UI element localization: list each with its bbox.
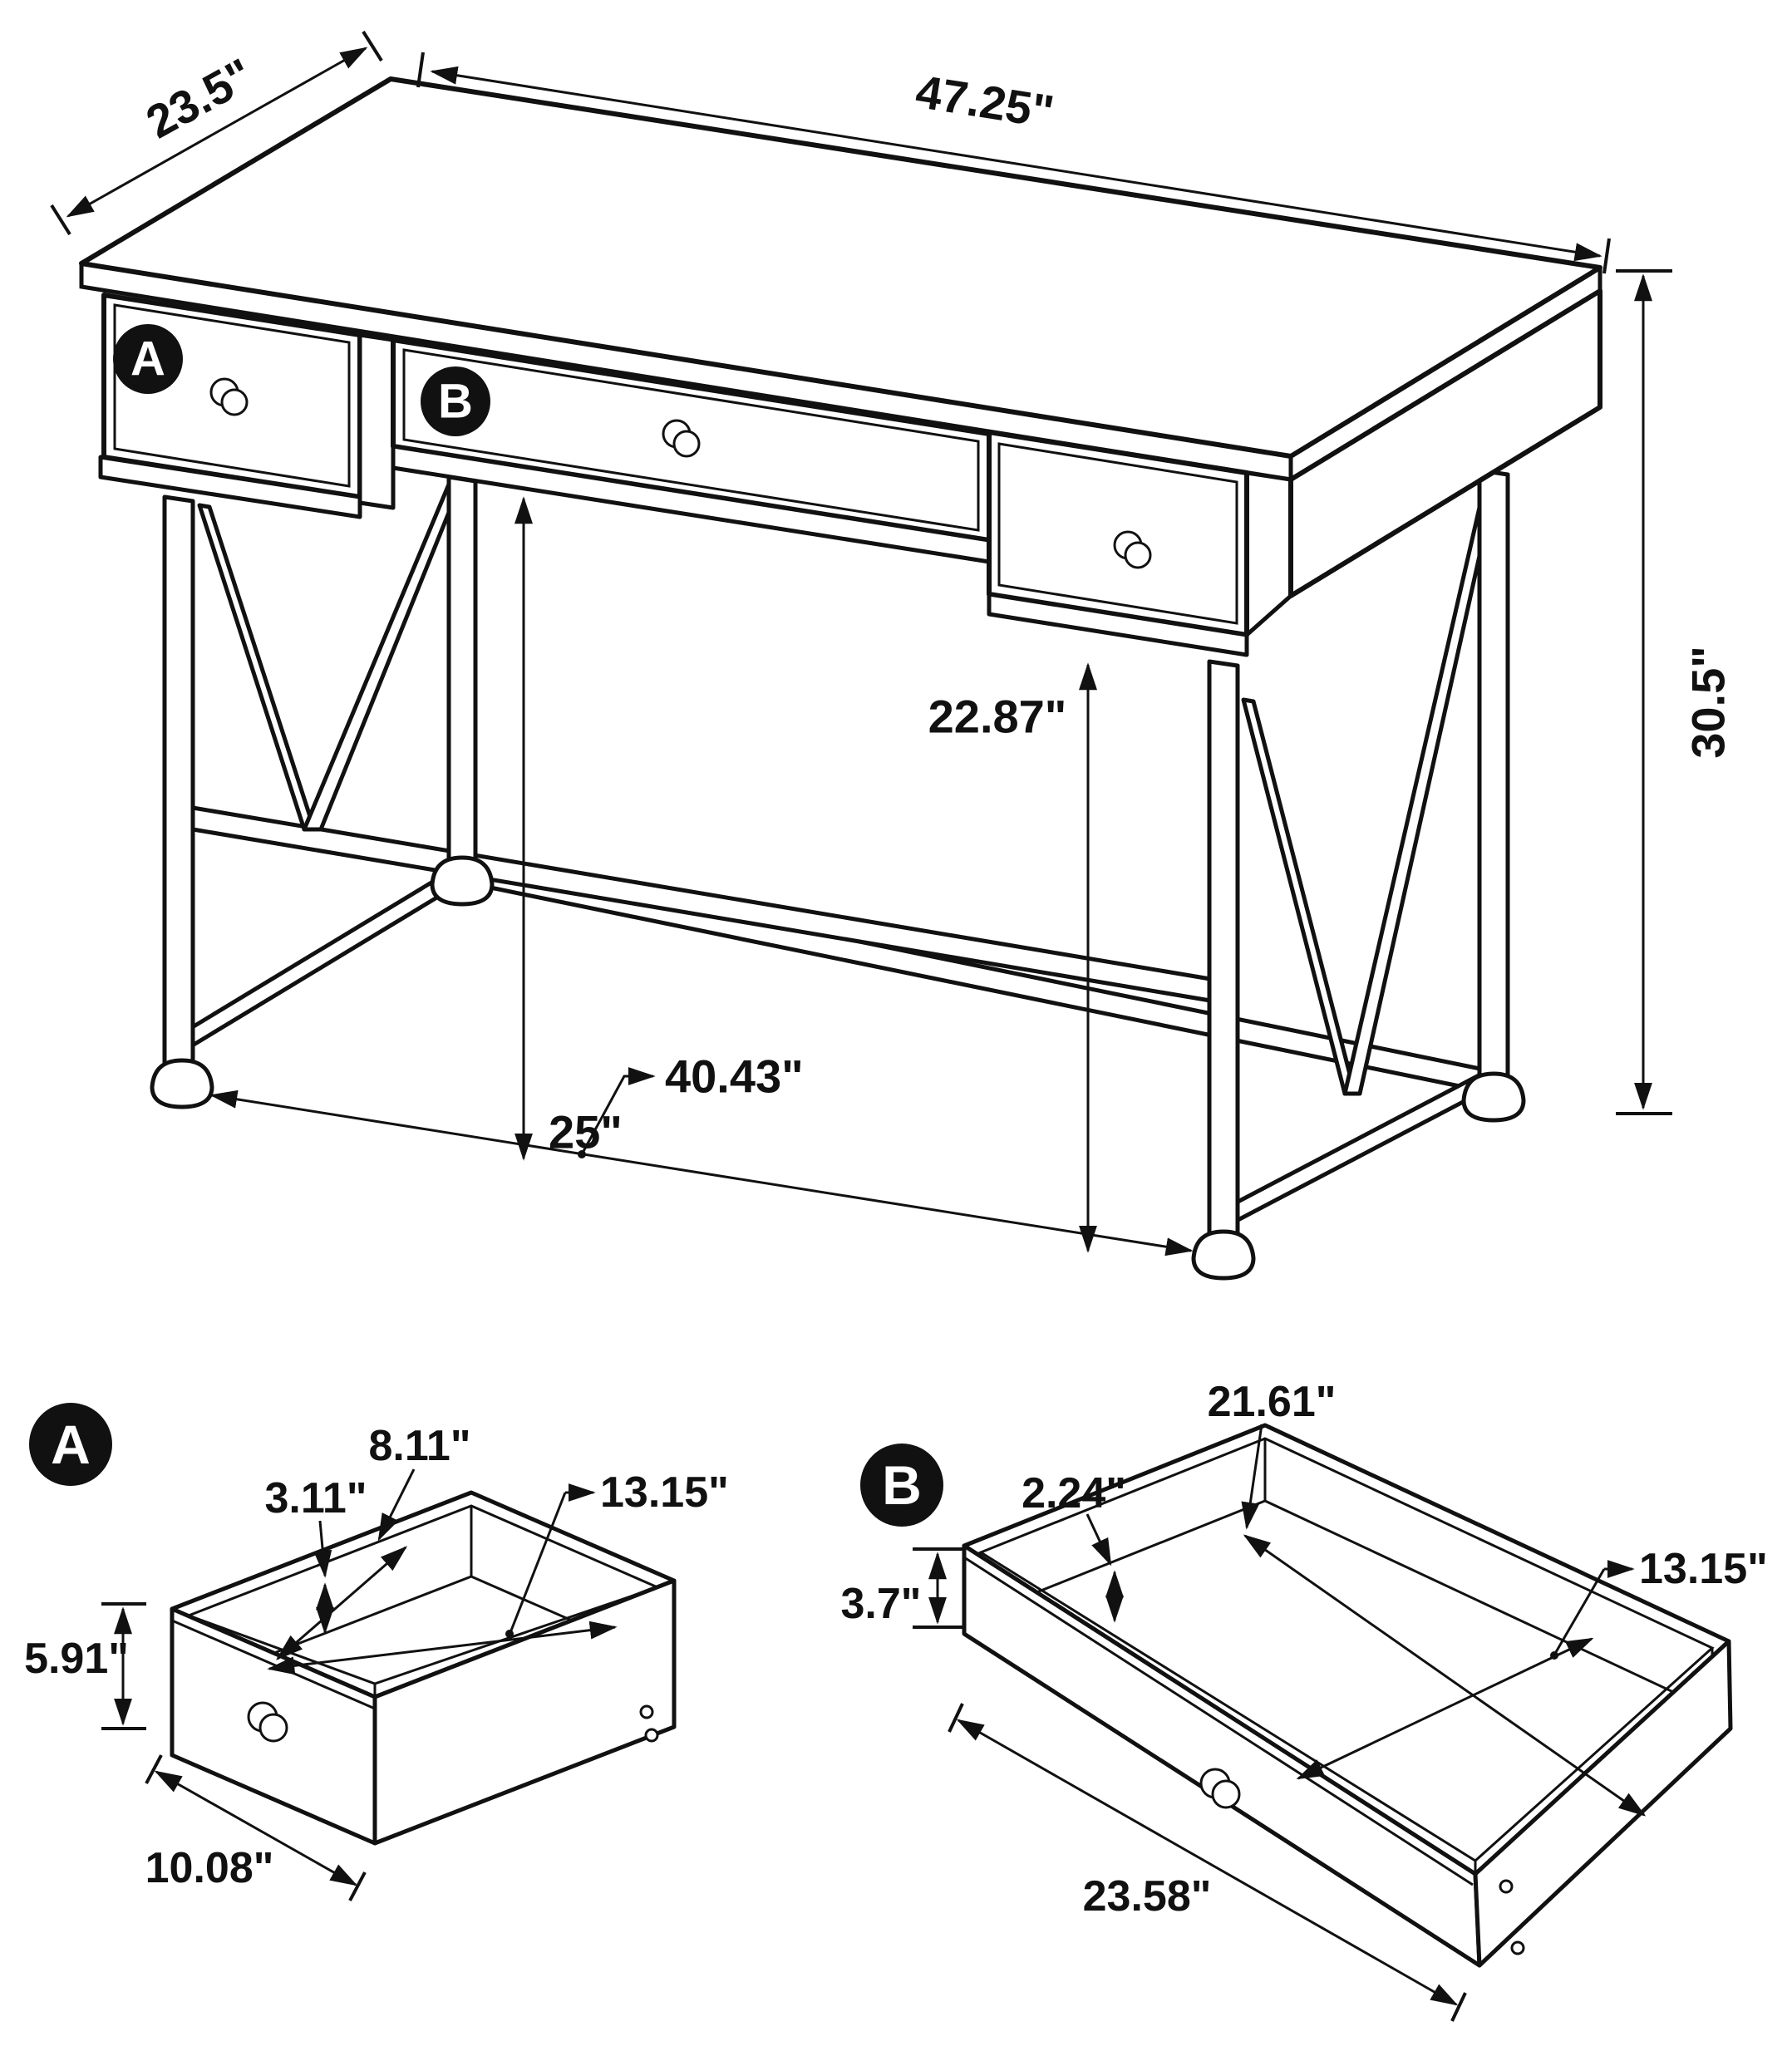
drawer-b-knob-face (672, 430, 701, 458)
drawer-a-knob-face (220, 388, 249, 416)
label-width: 47.25" (913, 65, 1057, 138)
dimension-drawer-to-floor: 22.87" (928, 662, 1097, 1253)
drawer-right-knob-face (1124, 541, 1152, 569)
main-desk-view: A B 23.5" 47.25" 30.5" (50, 30, 1735, 1281)
screw-hole (1510, 1940, 1525, 1955)
dimension-stretcher-span: 40.43" (209, 1050, 1194, 1257)
label-b-inner-height: 2.24" (1022, 1469, 1126, 1517)
right-side-stretcher (1226, 1063, 1500, 1227)
label-a-front-height: 5.91" (24, 1635, 129, 1683)
dimension-b-inner-depth: 13.15" (1296, 1545, 1768, 1780)
drawer-b-detail-view: B 21.61" 2.24" (841, 1378, 1768, 2022)
label-a-inner-depth: 13.15" (600, 1468, 729, 1517)
dimension-knee-clearance: 25" (514, 496, 623, 1161)
drawer-right-front (987, 430, 1249, 657)
badge-b-main-letter: B (438, 375, 473, 429)
dimension-b-front-height: 3.7" (841, 1547, 962, 1629)
screw-hole (1499, 1879, 1514, 1894)
left-v-brace (197, 478, 463, 832)
label-drawer-to-floor: 22.87" (928, 691, 1067, 743)
label-depth: 23.5" (137, 48, 261, 149)
badge-b-detail: B (860, 1444, 943, 1527)
hairpin-leg-back-left (430, 475, 495, 907)
badge-a-main: A (113, 324, 183, 394)
label-a-inner-height: 3.11" (265, 1474, 367, 1522)
hairpin-leg-front-right (1191, 659, 1256, 1281)
hairpin-leg-back-right (1461, 468, 1526, 1123)
carcase-right-corner (1244, 470, 1293, 637)
drawer-divider (357, 332, 396, 510)
label-height: 30.5" (1682, 646, 1735, 759)
dimension-a-inner-height: 3.11" (265, 1474, 367, 1635)
label-a-front-width: 10.08" (145, 1844, 274, 1892)
front-stretcher (190, 805, 1218, 1004)
dimension-height: 30.5" (1616, 269, 1735, 1115)
dimension-b-inner-height: 2.24" (1022, 1469, 1126, 1623)
dimension-a-front-width: 10.08" (145, 1754, 367, 1901)
label-b-inner-width: 21.61" (1208, 1378, 1337, 1426)
drawer-b-detail-knob-face (1211, 1779, 1241, 1809)
dimension-a-inner-back-width: 8.11" (275, 1422, 471, 1660)
left-side-stretcher (168, 863, 461, 1061)
label-stretcher-span: 40.43" (665, 1050, 804, 1103)
dimension-b-front-width: 23.58" (948, 1703, 1467, 2022)
label-a-inner-back-width: 8.11" (369, 1422, 471, 1470)
screw-hole (644, 1728, 659, 1743)
dimension-a-inner-depth: 13.15" (267, 1468, 729, 1675)
badge-b-detail-letter: B (882, 1454, 922, 1516)
badge-a-detail: A (29, 1403, 112, 1486)
drawer-a-box (170, 1490, 677, 1846)
badge-a-detail-letter: A (51, 1414, 91, 1475)
label-b-inner-depth: 13.15" (1639, 1545, 1768, 1593)
drawer-a-detail-knob-face (258, 1713, 288, 1743)
hairpin-leg-front-left (150, 494, 214, 1109)
screw-hole (639, 1704, 654, 1719)
badge-a-main-letter: A (130, 332, 165, 386)
badge-b-main: B (421, 366, 490, 436)
label-b-front-height: 3.7" (841, 1580, 922, 1628)
dimension-a-front-height: 5.91" (24, 1602, 146, 1730)
label-b-front-width: 23.58" (1083, 1872, 1212, 1921)
drawer-a-detail-view: A 8.11" 3.11" (24, 1403, 729, 1901)
